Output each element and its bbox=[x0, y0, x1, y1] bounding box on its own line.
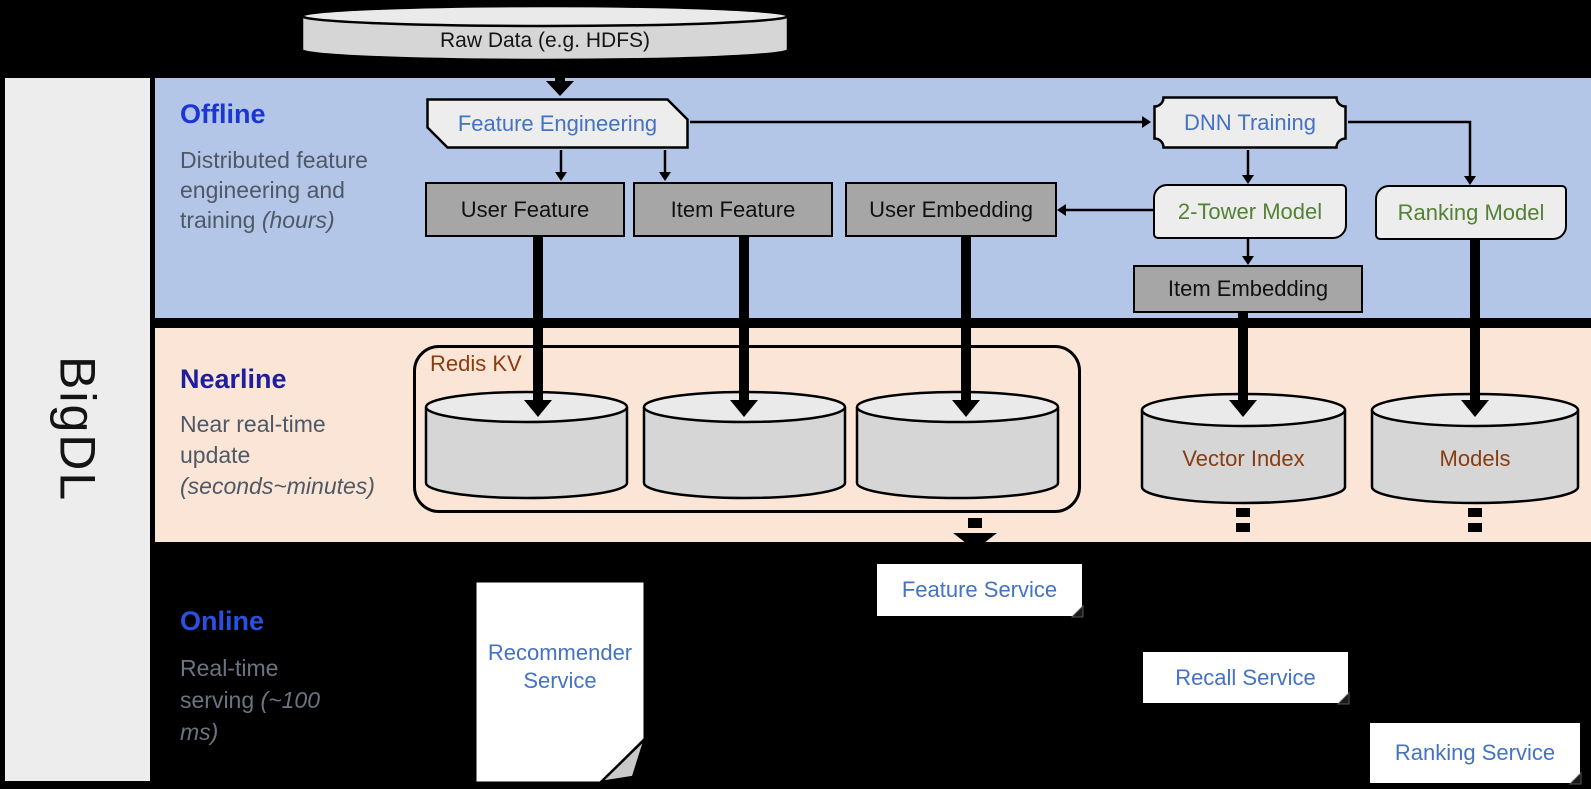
recommender-service-label: Recommender Service bbox=[487, 640, 633, 693]
user-embedding-node: User Embedding bbox=[845, 182, 1057, 237]
offline-subtitle: Distributed feature engineering and trai… bbox=[180, 145, 375, 235]
vector-index-label: Vector Index bbox=[1182, 445, 1305, 471]
snip-corner-shape bbox=[426, 98, 689, 149]
folded-corner-icon bbox=[1336, 691, 1350, 705]
recommender-service-node: Recommender Service bbox=[473, 579, 647, 785]
redis-cylinder-1 bbox=[424, 390, 629, 500]
redis-cylinder-2 bbox=[642, 390, 847, 500]
online-title: Online bbox=[180, 606, 265, 636]
cylinder-top bbox=[855, 390, 1060, 424]
bigdl-logo-text: BigDL bbox=[49, 356, 106, 503]
fold-triangle bbox=[1568, 771, 1582, 785]
vector-index-store: Vector Index bbox=[1140, 392, 1347, 505]
ranking-model-node: Ranking Model bbox=[1375, 185, 1567, 240]
online-subtitle-em: (~100 ms) bbox=[180, 687, 321, 745]
cylinder-body bbox=[1370, 410, 1580, 505]
user-feature-node: User Feature bbox=[425, 182, 625, 237]
two-tower-model-node: 2-Tower Model bbox=[1153, 184, 1347, 239]
bigdl-sidebar: BigDL bbox=[5, 78, 150, 781]
plaque-path bbox=[1153, 96, 1347, 149]
item-feature-label: Item Feature bbox=[670, 196, 796, 222]
fold-triangle bbox=[1336, 691, 1350, 705]
online-subtitle-text: Real-time serving bbox=[180, 655, 279, 713]
band-offline: Offline Distributed feature engineering … bbox=[155, 78, 1591, 318]
online-subtitle: Real-time serving (~100 ms) bbox=[180, 652, 350, 748]
folded-corner-icon bbox=[1070, 604, 1084, 618]
models-store: Models bbox=[1370, 392, 1580, 505]
models-label: Models bbox=[1439, 445, 1511, 471]
raw-data-store: Raw Data (e.g. HDFS) bbox=[300, 3, 790, 63]
cylinder-shape bbox=[300, 4, 790, 62]
feature-service-label: Feature Service bbox=[901, 577, 1058, 602]
cylinder-top bbox=[424, 390, 629, 424]
recall-service-node: Recall Service bbox=[1143, 652, 1350, 705]
raw-data-label: Raw Data (e.g. HDFS) bbox=[439, 29, 651, 52]
cylinder-shape bbox=[855, 390, 1060, 500]
ranking-service-node: Ranking Service bbox=[1370, 723, 1582, 785]
cylinder-body bbox=[300, 16, 790, 62]
cylinder-top bbox=[300, 4, 790, 28]
two-tower-model-label: 2-Tower Model bbox=[1177, 198, 1323, 224]
cylinder-shape bbox=[424, 390, 629, 500]
feature-engineering-label: Feature Engineering bbox=[457, 110, 658, 136]
feature-service-node: Feature Service bbox=[877, 564, 1084, 618]
folded-corner-icon bbox=[1568, 771, 1582, 785]
item-embedding-label: Item Embedding bbox=[1167, 276, 1329, 301]
document-shape bbox=[473, 579, 647, 785]
plaque-shape bbox=[1153, 96, 1347, 149]
recall-service-label: Recall Service bbox=[1175, 664, 1316, 690]
item-feature-node: Item Feature bbox=[633, 182, 833, 237]
nearline-subtitle-em: (seconds~minutes) bbox=[180, 473, 375, 499]
folded-corner bbox=[597, 738, 647, 784]
cylinder-body bbox=[642, 407, 847, 500]
cylinder-shape bbox=[642, 390, 847, 500]
nearline-subtitle-text: Near real-time update bbox=[180, 411, 326, 468]
feature-engineering-node: Feature Engineering bbox=[425, 97, 690, 150]
ranking-service-label: Ranking Service bbox=[1394, 740, 1556, 765]
cylinder-body bbox=[424, 407, 629, 500]
dnn-training-label: DNN Training bbox=[1183, 109, 1317, 135]
offline-subtitle-em: (hours) bbox=[261, 207, 335, 233]
item-embedding-node: Item Embedding bbox=[1133, 265, 1363, 313]
ranking-model-label: Ranking Model bbox=[1397, 199, 1545, 225]
nearline-subtitle: Near real-time update (seconds~minutes) bbox=[180, 409, 390, 502]
offline-title: Offline bbox=[180, 99, 266, 129]
nearline-title: Nearline bbox=[180, 364, 287, 394]
fold-triangle bbox=[1070, 604, 1084, 618]
user-feature-label: User Feature bbox=[460, 196, 590, 222]
redis-kv-label: Redis KV bbox=[430, 351, 522, 376]
dnn-training-node: DNN Training bbox=[1152, 95, 1348, 150]
snip-corner-path bbox=[426, 98, 689, 149]
redis-cylinder-3 bbox=[855, 390, 1060, 500]
cylinder-body bbox=[1140, 410, 1347, 505]
cylinder-top bbox=[642, 390, 847, 424]
cylinder-body bbox=[855, 407, 1060, 500]
user-embedding-label: User Embedding bbox=[869, 196, 1033, 222]
offline-subtitle-text: Distributed feature engineering and trai… bbox=[180, 147, 368, 233]
